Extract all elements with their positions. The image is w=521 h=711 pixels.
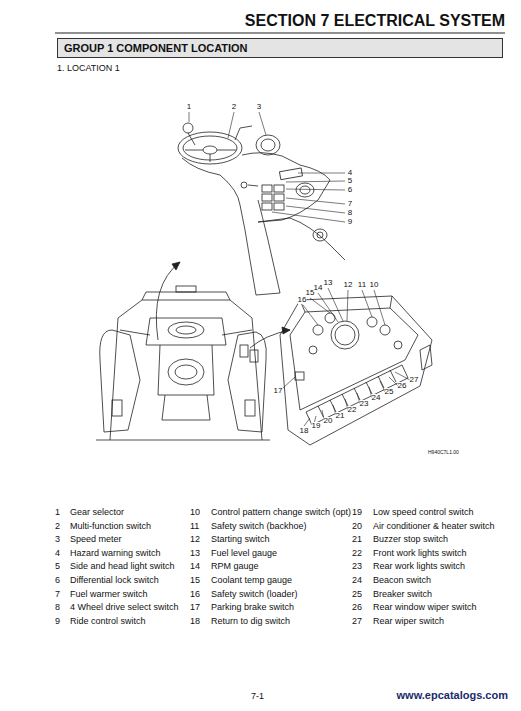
component-name: Side and head light switch: [70, 562, 175, 571]
component-name: Rear work lights switch: [373, 562, 465, 571]
component-name: Ride control switch: [70, 617, 146, 626]
component-name: Starting switch: [211, 535, 270, 544]
component-name: Differential lock switch: [70, 576, 159, 585]
callout-number: 18: [300, 427, 309, 435]
component-name: Fuel warmer switch: [70, 590, 148, 599]
callout-number: 1: [187, 103, 191, 111]
component-name: RPM gauge: [211, 562, 259, 571]
callout-number: 22: [348, 406, 357, 414]
list-number: 22: [352, 549, 362, 558]
section-title: SECTION 7 ELECTRICAL SYSTEM: [245, 13, 505, 29]
list-number: 11: [190, 522, 199, 531]
list-number: 1: [55, 508, 60, 517]
component-name: Gear selector: [70, 508, 124, 517]
component-name: Speed meter: [70, 535, 122, 544]
list-number: 10: [190, 508, 200, 517]
list-number: 26: [352, 603, 362, 612]
callout-number: 7: [348, 200, 352, 208]
callout-number: 23: [360, 400, 369, 408]
list-number: 25: [352, 590, 362, 599]
callout-number: 3: [257, 103, 261, 111]
component-name: Safety switch (backhoe): [211, 522, 307, 531]
callout-number: 2: [232, 103, 236, 111]
callout-number: 26: [398, 382, 407, 390]
list-number: 9: [55, 617, 60, 626]
component-name: Rear window wiper switch: [373, 603, 477, 612]
list-number: 4: [55, 549, 60, 558]
list-number: 15: [190, 576, 200, 585]
component-name: Front work lights switch: [373, 549, 467, 558]
component-name: Control pattern change switch (opt): [211, 508, 351, 517]
component-name: Return to dig switch: [211, 617, 290, 626]
view-arrowhead: [172, 262, 180, 270]
callout-number: 10: [370, 281, 379, 289]
callout-number: 9: [348, 218, 352, 226]
list-number: 21: [352, 535, 362, 544]
callout-number: 27: [410, 376, 419, 384]
list-number: 20: [352, 522, 362, 531]
list-number: 19: [352, 508, 362, 517]
component-name: Low speed control switch: [373, 508, 474, 517]
component-name: Fuel level gauge: [211, 549, 277, 558]
callout-number: 20: [324, 417, 333, 425]
component-name: Parking brake switch: [211, 603, 294, 612]
title-rule: [55, 32, 505, 33]
callout-number: 19: [312, 422, 321, 430]
cab-overview: [96, 286, 270, 440]
callout-number: 24: [372, 394, 381, 402]
callout-number: 16: [298, 296, 307, 304]
list-number: 18: [190, 617, 200, 626]
component-name: 4 Wheel drive select switch: [70, 603, 179, 612]
watermark: www.epcatalogs.com: [397, 690, 508, 701]
group-heading-box: GROUP 1 COMPONENT LOCATION: [57, 38, 503, 58]
callout-number: 11: [358, 281, 366, 289]
callout-number: 21: [336, 412, 345, 420]
component-name: Hazard warning switch: [70, 549, 161, 558]
component-name: Air conditioner & heater switch: [373, 522, 495, 531]
list-number: 7: [55, 590, 60, 599]
leader-lines: [283, 288, 410, 426]
callout-number: 12: [344, 281, 353, 289]
component-name: Beacon switch: [373, 576, 431, 585]
list-number: 13: [190, 549, 200, 558]
callout-number: 14: [314, 284, 323, 292]
list-number: 23: [352, 562, 362, 571]
list-number: 27: [352, 617, 362, 626]
dash-panel: [280, 296, 432, 445]
callout-number: 6: [348, 186, 352, 194]
list-number: 2: [55, 522, 60, 531]
list-number: 17: [190, 603, 200, 612]
group-heading: GROUP 1 COMPONENT LOCATION: [64, 42, 496, 54]
list-number: 14: [190, 562, 200, 571]
list-number: 12: [190, 535, 200, 544]
callout-number: 4: [348, 169, 352, 177]
list-number: 16: [190, 590, 200, 599]
leader-lines: [189, 112, 345, 222]
page-number: 7-1: [251, 692, 264, 701]
callout-number: 5: [348, 177, 352, 185]
view-arrowhead-2: [282, 327, 290, 334]
list-number: 24: [352, 576, 362, 585]
component-name: Buzzer stop switch: [373, 535, 448, 544]
component-name: Coolant temp gauge: [211, 576, 292, 585]
component-name: Rear wiper switch: [373, 617, 444, 626]
callout-number: 13: [324, 279, 333, 287]
list-number: 6: [55, 576, 60, 585]
callout-number: 17: [274, 387, 283, 395]
drawing-code: H940C7L1.00: [428, 450, 459, 455]
callout-number: 25: [385, 388, 394, 396]
subheading: 1. LOCATION 1: [57, 64, 120, 73]
component-name: Multi-function switch: [70, 522, 151, 531]
component-name: Breaker switch: [373, 590, 432, 599]
steering-console: [178, 123, 345, 295]
callout-number: 8: [348, 209, 352, 217]
component-name: Safety switch (loader): [211, 590, 298, 599]
list-number: 3: [55, 535, 60, 544]
list-number: 8: [55, 603, 60, 612]
list-number: 5: [55, 562, 60, 571]
